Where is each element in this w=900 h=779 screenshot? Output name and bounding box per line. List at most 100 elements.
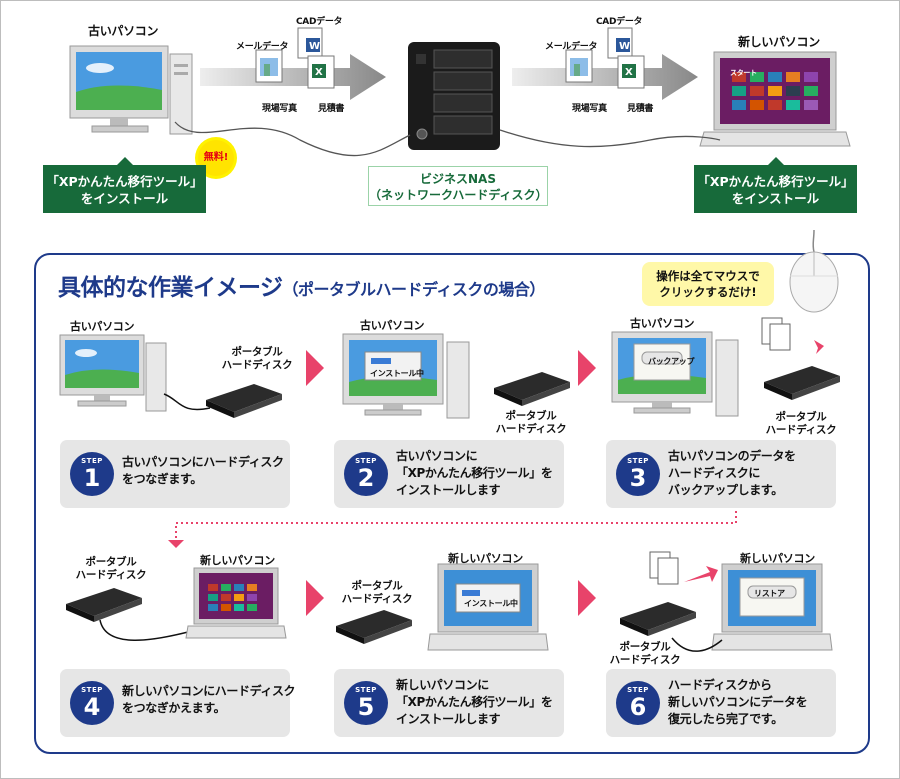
section-title: 具体的な作業イメージ bbox=[58, 275, 283, 301]
start-label: スタート bbox=[730, 69, 757, 77]
business-nas-icon bbox=[408, 42, 500, 150]
step-text: 古いパソコンにハードディスクをつなぎます。 bbox=[122, 454, 284, 488]
step-line: 「XPかんたん移行ツール」を bbox=[396, 466, 553, 480]
step-line: ハードディスクから bbox=[668, 678, 772, 692]
install-right-box: 「XPかんたん移行ツール」 をインストール bbox=[694, 157, 857, 213]
business-nas-label: ビジネスNAS （ネットワークハードディスク） bbox=[368, 166, 548, 206]
hdd-label-line2: ハードディスク bbox=[221, 359, 293, 371]
hdd-label-line1: ポータブル bbox=[619, 641, 671, 653]
document-files-icon: W X bbox=[255, 27, 335, 89]
step1-old-pc-label: 古いパソコン bbox=[70, 320, 135, 333]
portable-hdd-icon bbox=[764, 366, 840, 400]
step1-hdd-label: ポータブルハードディスク bbox=[212, 346, 302, 372]
portable-hdd-icon bbox=[206, 384, 282, 418]
document-files-icon bbox=[761, 317, 824, 354]
old-desktop-pc-icon bbox=[342, 333, 470, 419]
section-subtitle: （ポータブルハードディスクの場合） bbox=[282, 280, 546, 299]
hdd-label-line2: ハードディスク bbox=[609, 654, 681, 666]
installing-text: インストール中 bbox=[370, 369, 424, 378]
step-number: 6 bbox=[629, 693, 647, 721]
new-laptop-icon bbox=[711, 563, 833, 651]
estimate-label: 見積書 bbox=[318, 104, 345, 114]
step5-new-pc-label: 新しいパソコン bbox=[448, 552, 523, 565]
cad-data-label: CADデータ bbox=[296, 17, 343, 27]
transfer-arrow-icon bbox=[512, 54, 698, 100]
document-files-icon: W X bbox=[565, 27, 645, 89]
hdd-label-line1: ポータブル bbox=[775, 411, 827, 423]
step-line: 復元したら完了です。 bbox=[668, 712, 783, 726]
restore-button-text: リストア bbox=[754, 589, 785, 598]
step-tag: STEP bbox=[355, 686, 377, 694]
hdd-label-line1: ポータブル bbox=[351, 580, 403, 592]
photo-label: 現場写真 bbox=[572, 104, 607, 114]
usb-cable bbox=[163, 393, 211, 411]
step-number: 4 bbox=[83, 693, 101, 721]
step4-new-pc-label: 新しいパソコン bbox=[200, 554, 275, 567]
step-number: 3 bbox=[629, 464, 647, 492]
old-desktop-pc-icon bbox=[611, 331, 739, 417]
note-line1: 操作は全てマウスで bbox=[656, 269, 760, 283]
step-text: ハードディスクから新しいパソコンにデータを復元したら完了です。 bbox=[668, 677, 808, 728]
step-tag: STEP bbox=[81, 686, 103, 694]
step-line: をつなぎかえます。 bbox=[122, 701, 226, 715]
step-line: ハードディスクに bbox=[668, 466, 760, 480]
portable-hdd-icon bbox=[620, 602, 696, 636]
svg-text:X: X bbox=[625, 67, 633, 78]
mouse-icon bbox=[789, 229, 839, 313]
step3-hdd-label: ポータブルハードディスク bbox=[756, 411, 846, 437]
new-laptop-icon bbox=[427, 563, 549, 651]
install-left-line2: をインストール bbox=[80, 191, 169, 206]
step-tag: STEP bbox=[355, 457, 377, 465]
document-files-icon bbox=[649, 551, 718, 585]
hdd-label-line1: ポータブル bbox=[505, 410, 557, 422]
hdd-label-line1: ポータブル bbox=[231, 346, 283, 358]
portable-hdd-icon bbox=[336, 610, 412, 644]
step-line: インストールします bbox=[396, 712, 501, 726]
svg-text:W: W bbox=[309, 41, 320, 52]
hdd-label-line2: ハードディスク bbox=[341, 593, 413, 605]
step-tag: STEP bbox=[81, 457, 103, 465]
step-text: 新しいパソコンに「XPかんたん移行ツール」をインストールします bbox=[396, 677, 553, 728]
cad-data-label: CADデータ bbox=[596, 17, 643, 27]
step-text: 古いパソコンに「XPかんたん移行ツール」をインストールします bbox=[396, 448, 553, 499]
install-right-line2: をインストール bbox=[731, 191, 820, 206]
step-text: 新しいパソコンにハードディスクをつなぎかえます。 bbox=[122, 683, 296, 717]
step-line: インストールします bbox=[396, 483, 501, 497]
step5-hdd-label: ポータブルハードディスク bbox=[332, 580, 422, 606]
step-line: 古いパソコンのデータを bbox=[668, 449, 796, 463]
step-tag: STEP bbox=[627, 457, 649, 465]
next-step-arrow-icon bbox=[306, 350, 324, 386]
next-step-arrow-icon bbox=[578, 350, 596, 386]
step-line: 新しいパソコンにハードディスク bbox=[122, 684, 296, 698]
step3-old-pc-label: 古いパソコン bbox=[630, 317, 695, 330]
portable-hdd-icon bbox=[66, 588, 142, 622]
mail-data-label: メールデータ bbox=[236, 42, 289, 52]
old-desktop-pc-icon bbox=[59, 334, 167, 412]
install-left-line1: 「XPかんたん移行ツール」 bbox=[46, 174, 203, 189]
portable-hdd-icon bbox=[494, 372, 570, 406]
step-line: 古いパソコンにハードディスク bbox=[122, 455, 284, 469]
next-step-arrow-icon bbox=[578, 580, 596, 616]
mail-data-label: メールデータ bbox=[545, 42, 598, 52]
old-pc-label: 古いパソコン bbox=[88, 24, 159, 38]
backup-button-text: バックアップ bbox=[648, 357, 695, 366]
step-line: 新しいパソコンに bbox=[396, 678, 489, 692]
step4-hdd-label: ポータブルハードディスク bbox=[66, 556, 156, 582]
step6-new-pc-label: 新しいパソコン bbox=[740, 552, 815, 565]
install-right-line1: 「XPかんたん移行ツール」 bbox=[697, 174, 854, 189]
hdd-label-line2: ハードディスク bbox=[765, 424, 837, 436]
step-number: 5 bbox=[357, 693, 375, 721]
note-line2: クリックするだけ! bbox=[659, 285, 757, 299]
network-cable bbox=[174, 121, 721, 157]
hdd-label-line2: ハードディスク bbox=[75, 569, 147, 581]
new-laptop-icon bbox=[185, 567, 287, 639]
